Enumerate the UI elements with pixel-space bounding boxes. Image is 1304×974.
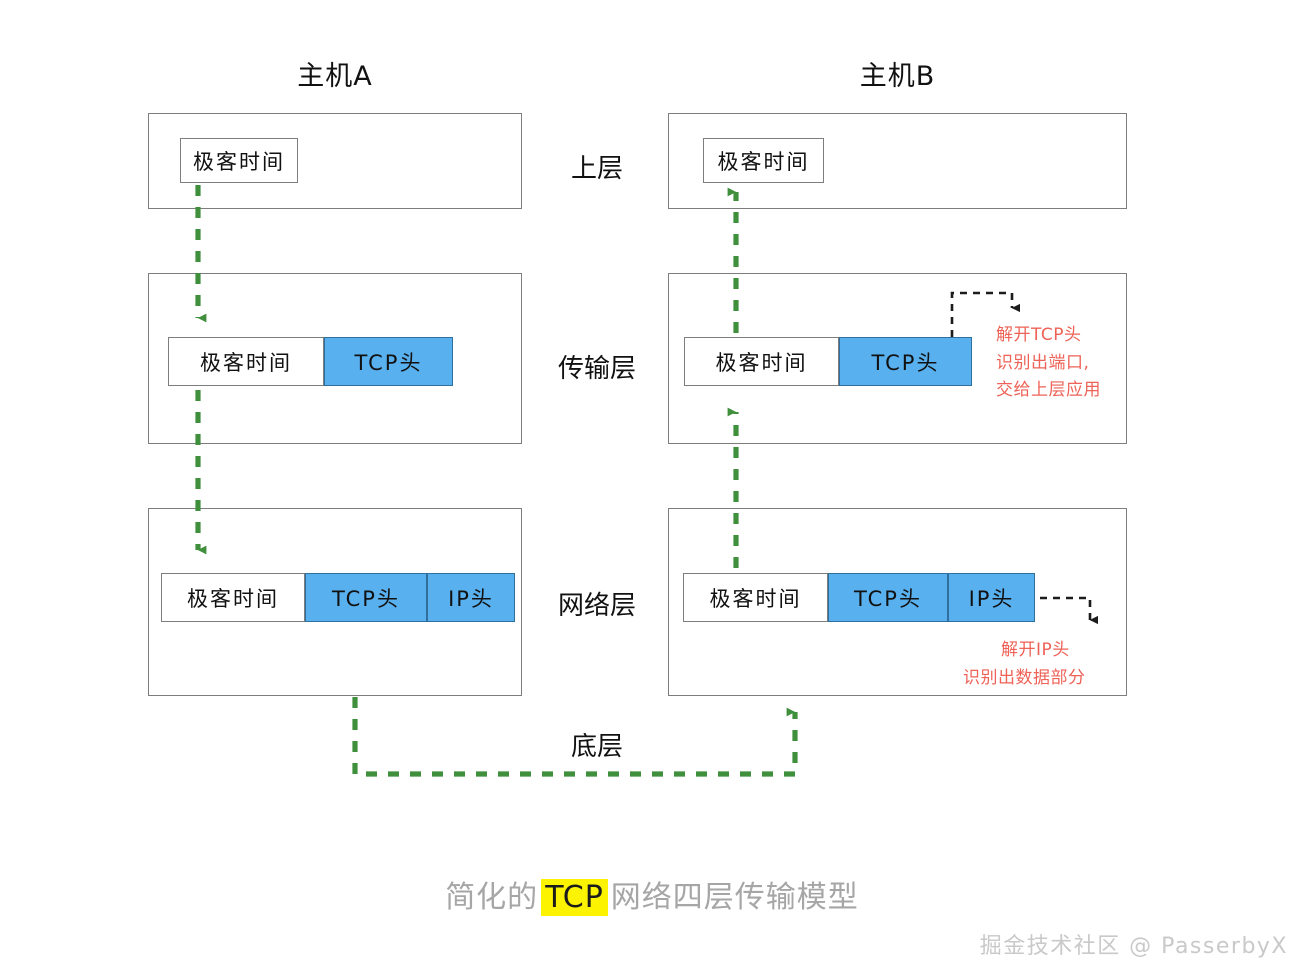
annotation-line: 解开TCP头 [996,325,1082,345]
host-a-upper-packet-data: 极客时间 [180,138,298,183]
packet-segment-data: 极客时间 [161,573,305,622]
caption-highlight: TCP [541,879,608,916]
host-b-title: 主机B [859,61,936,92]
annotation-line: 识别出数据部分 [963,667,1086,688]
annotation-line: 解开IP头 [1001,640,1070,660]
annotation-line: 识别出端口, [996,352,1090,373]
packet-segment-data: 极客时间 [168,337,324,386]
annotation-line: 交给上层应用 [996,380,1101,401]
host-b-network-packet: 极客时间 TCP头 IP头 [683,573,1035,622]
packet-segment-tcp-header: TCP头 [305,573,427,622]
host-b-upper-packet-data: 极客时间 [703,138,824,183]
packet-segment-tcp-header: TCP头 [324,337,453,386]
network-layer-annotation: 解开IP头 识别出数据部分 [963,637,1086,692]
packet-segment-ip-header: IP头 [948,573,1035,622]
packet-segment-ip-header: IP头 [427,573,515,622]
packet-segment-data: 极客时间 [683,573,828,622]
caption-prefix: 简化的 [445,880,539,915]
layer-label-link: 底层 [570,732,623,762]
layer-label-transport: 传输层 [557,354,636,384]
layer-label-network: 网络层 [557,591,636,621]
host-a-transport-packet: 极客时间 TCP头 [168,337,453,386]
watermark: 掘金技术社区 @ PasserbyX [979,934,1288,959]
packet-segment-data: 极客时间 [684,337,839,386]
host-a-network-packet: 极客时间 TCP头 IP头 [161,573,515,622]
host-b-transport-packet: 极客时间 TCP头 [684,337,972,386]
caption-suffix: 网络四层传输模型 [610,880,859,915]
packet-segment-tcp-header: TCP头 [839,337,972,386]
layer-label-upper: 上层 [570,154,623,184]
packet-segment-tcp-header: TCP头 [828,573,948,622]
host-a-title: 主机A [297,61,373,92]
transport-layer-annotation: 解开TCP头 识别出端口, 交给上层应用 [996,322,1101,405]
